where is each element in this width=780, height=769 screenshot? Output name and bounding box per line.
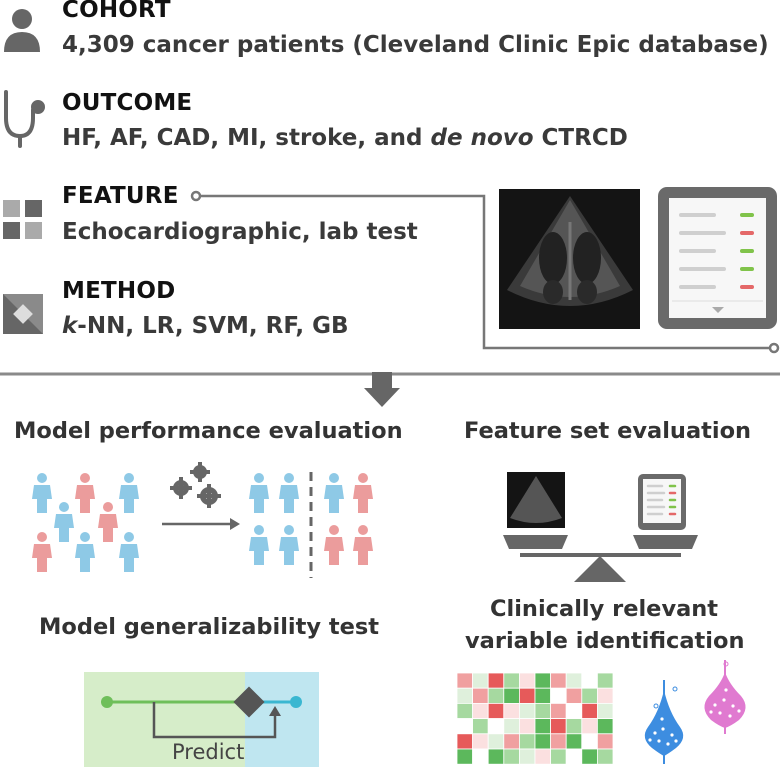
outcome-text: HF, AF, CAD, MI, stroke, and de novo CTR… [62,125,628,151]
heatmap-cell [534,687,552,704]
heatmap-cell [519,672,536,689]
heatmap [456,672,614,765]
outcome-title: OUTCOME [62,90,193,116]
heatmap-cell [487,733,505,750]
heatmap-cell [565,718,583,735]
heatmap-cell [534,672,552,689]
heatmap-cell [534,718,552,735]
heatmap-cell [581,718,598,735]
heatmap-cell [472,748,489,765]
generalizability-title: Model generalizability test [39,614,380,640]
heatmap-cell [519,703,536,720]
lab-tablet-image [658,187,777,329]
heatmap-cell [519,718,536,735]
heatmap-cell [597,687,614,704]
heatmap-cell [519,748,536,765]
heatmap-cell [550,672,567,689]
heatmap-cell [550,687,567,704]
performance-title: Model performance evaluation [14,418,403,444]
people-group-left [32,473,139,572]
person-icon [4,9,40,52]
heatmap-cell [550,733,567,750]
heatmap-cell [534,703,552,720]
heatmap-cell [565,703,583,720]
heatmap-cell [456,748,474,765]
method-text: k-NN, LR, SVM, RF, GB [62,313,349,339]
cohort-title: COHORT [62,0,171,23]
heatmap-cell [534,748,552,765]
method-title: METHOD [62,278,176,304]
heatmap-cell [550,703,567,720]
heatmap-cell [472,672,489,689]
heatmap-cell [550,718,567,735]
heatmap-cell [581,733,598,750]
heatmap-cell [456,672,474,689]
heatmap-cell [487,703,505,720]
feature-connector [190,190,780,354]
variable-title-line2: variable identification [465,628,745,654]
heatmap-cell [597,718,614,735]
feature-text: Echocardiographic, lab test [62,219,418,245]
gears-icon [170,462,221,508]
violin-plot-pink [704,660,746,734]
heatmap-cell [472,733,489,750]
heatmap-cell [550,748,567,765]
process-arrow [162,518,240,530]
heatmap-cell [534,733,552,750]
heatmap-cell [472,703,489,720]
heatmap-cell [565,748,583,765]
heatmap-cell [519,687,536,704]
predict-label: Predict [172,740,245,764]
variable-title-line1: Clinically relevant [490,596,719,622]
heatmap-cell [597,672,614,689]
grid-icon [3,200,42,239]
method-icon [3,294,43,334]
generalizability-diagram [84,672,319,767]
heatmap-cell [472,687,489,704]
heatmap-cell [456,718,474,735]
heatmap-cell [597,733,614,750]
heatmap-cell [503,687,520,704]
heatmap-cell [456,687,474,704]
feature-title: FEATURE [62,183,179,209]
heatmap-cell [597,703,614,720]
featureset-title: Feature set evaluation [464,418,752,444]
heatmap-cell [519,733,536,750]
heatmap-cell [581,687,598,704]
heatmap-cell [503,748,520,765]
heatmap-cell [487,687,505,704]
balance-scale [503,472,698,582]
heatmap-cell [503,703,520,720]
heatmap-cell [456,733,474,750]
echo-image [499,189,640,329]
heatmap-cell [581,672,598,689]
heatmap-cell [456,703,474,720]
heatmap-cell [472,718,489,735]
heatmap-cell [503,672,520,689]
stethoscope-icon [4,90,45,148]
violin-plot-blue [644,680,684,764]
heatmap-cell [565,672,583,689]
heatmap-cell [597,748,614,765]
down-arrow-icon [364,372,400,407]
heatmap-cell [565,687,583,704]
heatmap-cell [487,748,505,765]
heatmap-cell [565,733,583,750]
heatmap-cell [487,672,505,689]
cohort-text: 4,309 cancer patients (Cleveland Clinic … [62,32,769,58]
heatmap-cell [503,718,520,735]
heatmap-cell [581,748,598,765]
heatmap-cell [487,718,505,735]
heatmap-cell [503,733,520,750]
heatmap-cell [581,703,598,720]
